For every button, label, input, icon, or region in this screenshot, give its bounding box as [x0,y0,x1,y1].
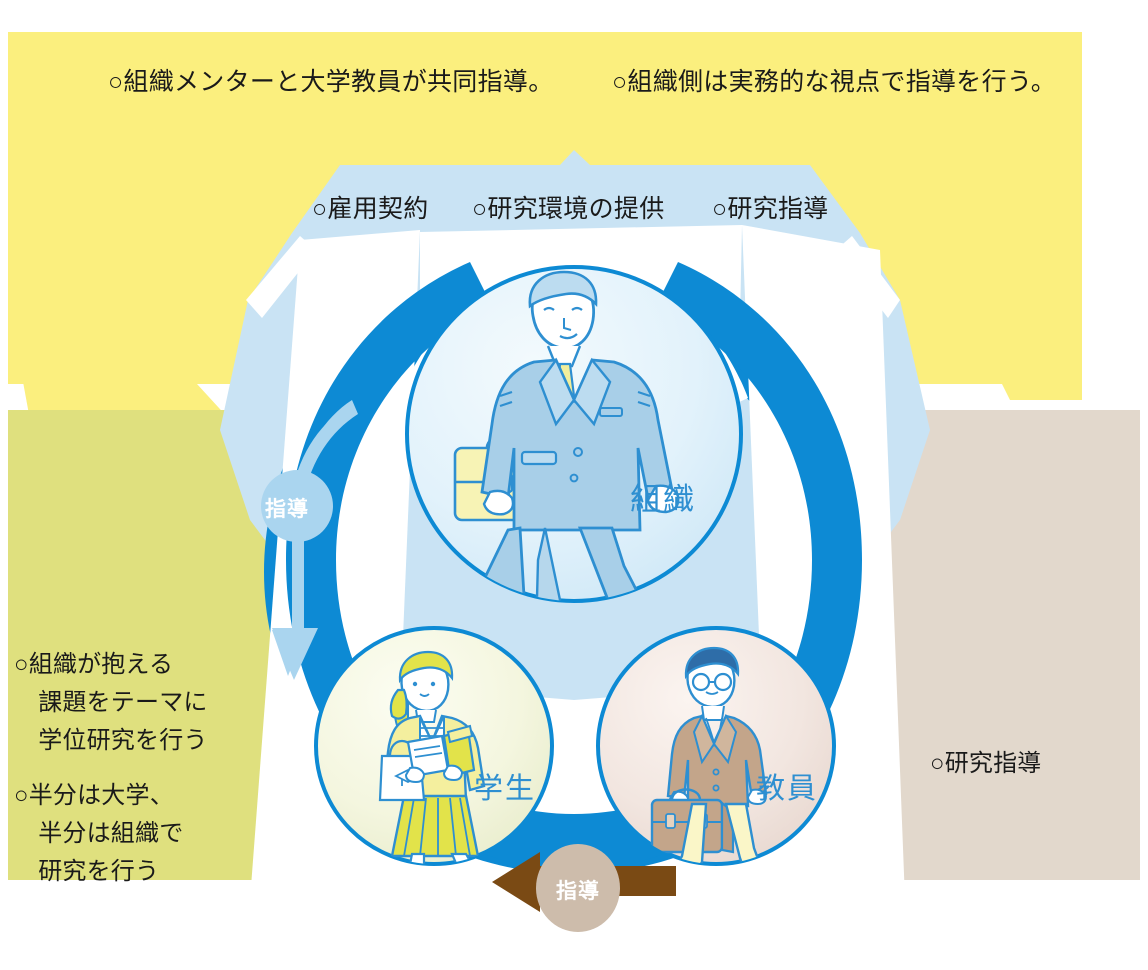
student-icon [378,650,492,864]
arrow-bottom-shidou[interactable] [492,844,676,932]
label-faculty: 教員 [756,773,819,805]
left-note-2-line-2: 半分は組織で [14,820,184,847]
top-note-1: ○組織メンターと大学教員が共同指導。 [108,68,554,96]
node-organization[interactable] [405,265,743,660]
professor-icon [650,646,770,864]
node-faculty[interactable] [596,626,836,912]
arrow-bottom-badge [536,844,620,932]
mid-note-2: ○研究環境の提供 [472,195,665,223]
arrow-left-shidou[interactable] [261,400,358,680]
arrow-left-badge [261,470,333,542]
white-separators [246,236,900,318]
arrow-left-label: 指導 [265,498,309,521]
mid-note-1: ○雇用契約 [312,195,429,223]
right-note-1: ○研究指導 [930,750,1042,777]
left-note-2-line-3: 研究を行う [14,858,160,885]
right-beige-panel [830,410,1140,880]
mid-note-3: ○研究指導 [712,195,829,223]
left-note-1-line-3: 学位研究を行う [14,727,208,754]
left-note-1-line-2: 課題をテーマに [14,689,208,716]
label-organization: 組織 [630,482,696,517]
businessman-icon [453,270,680,601]
label-student: 学生 [474,773,537,805]
arrow-bottom-label: 指導 [556,880,600,903]
node-student[interactable] [314,626,554,924]
left-note-1-line-1: ○組織が抱える [14,651,174,678]
left-note-2-line-1: ○半分は大学、 [14,782,174,809]
top-note-2: ○組織側は実務的な視点で指導を行う。 [612,68,1057,96]
